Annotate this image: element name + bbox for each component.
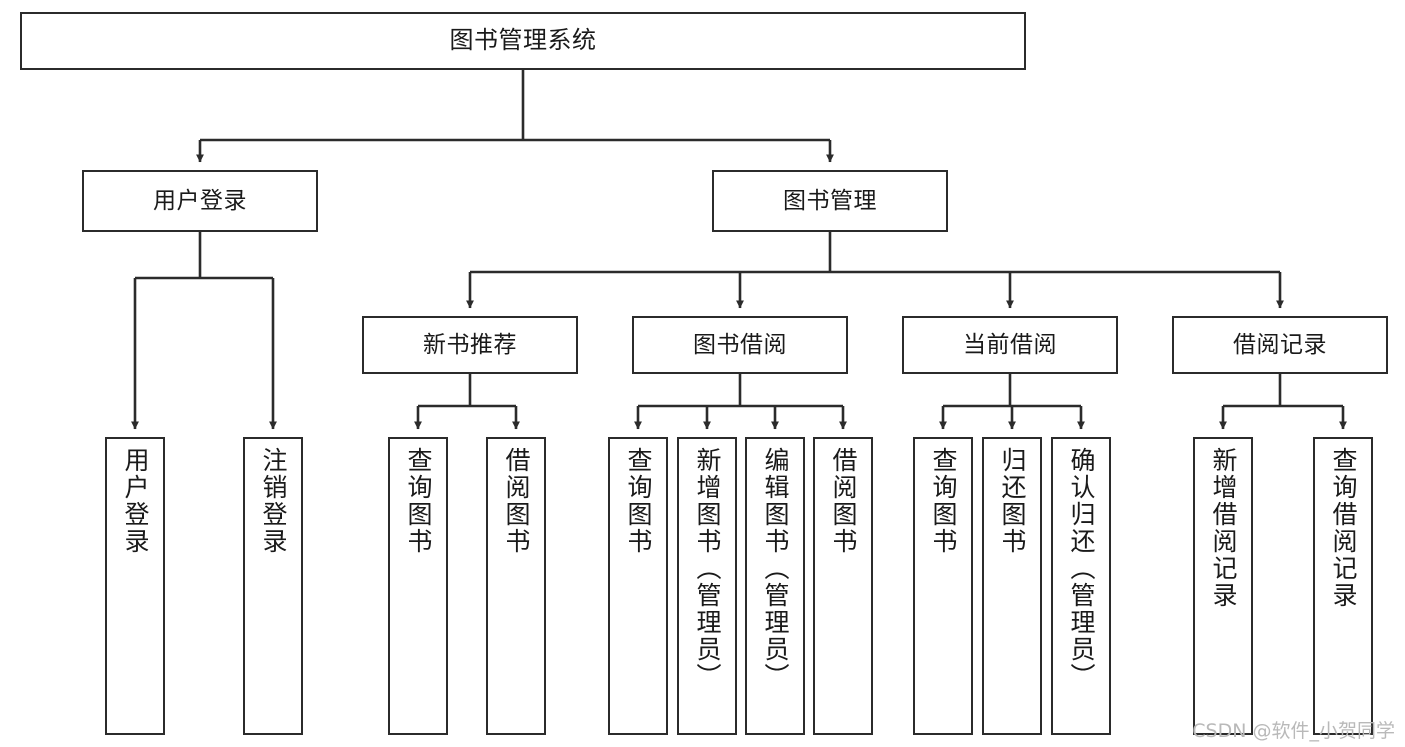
node-book-borrow[interactable]: 图书借阅	[632, 316, 848, 374]
node-user-login[interactable]: 用户登录	[82, 170, 318, 232]
node-leaf-rec-query-book[interactable]: 查询图书	[388, 437, 448, 735]
node-leaf-borrow-query-book[interactable]: 查询图书	[608, 437, 668, 735]
node-leaf-borrow-add-book-label: 新增图书（管理员）	[693, 447, 722, 690]
node-root[interactable]: 图书管理系统	[20, 12, 1026, 70]
node-root-label: 图书管理系统	[449, 26, 597, 55]
node-leaf-cur-return-book-label: 归还图书	[998, 447, 1027, 555]
node-leaf-rec-borrow-book-label: 借阅图书	[502, 447, 531, 555]
node-borrow-record[interactable]: 借阅记录	[1172, 316, 1388, 374]
node-leaf-rec-add-record[interactable]: 新增借阅记录	[1193, 437, 1253, 735]
node-leaf-rec-borrow-book[interactable]: 借阅图书	[486, 437, 546, 735]
node-leaf-cur-query-book[interactable]: 查询图书	[913, 437, 973, 735]
node-new-book-rec[interactable]: 新书推荐	[362, 316, 578, 374]
node-leaf-user-login-label: 用户登录	[121, 447, 150, 555]
node-leaf-rec-query-book-label: 查询图书	[404, 447, 433, 555]
node-current-borrow[interactable]: 当前借阅	[902, 316, 1118, 374]
node-leaf-user-logout[interactable]: 注销登录	[243, 437, 303, 735]
node-leaf-cur-return-book[interactable]: 归还图书	[982, 437, 1042, 735]
node-leaf-rec-query-record[interactable]: 查询借阅记录	[1313, 437, 1373, 735]
node-leaf-rec-query-record-label: 查询借阅记录	[1329, 447, 1358, 609]
node-leaf-borrow-borrow-book[interactable]: 借阅图书	[813, 437, 873, 735]
node-leaf-rec-add-record-label: 新增借阅记录	[1209, 447, 1238, 609]
node-new-book-rec-label: 新书推荐	[423, 331, 517, 358]
node-current-borrow-label: 当前借阅	[963, 331, 1057, 358]
node-leaf-borrow-add-book[interactable]: 新增图书（管理员）	[677, 437, 737, 735]
node-book-manage[interactable]: 图书管理	[712, 170, 948, 232]
node-leaf-cur-confirm-return[interactable]: 确认归还（管理员）	[1051, 437, 1111, 735]
node-leaf-cur-query-book-label: 查询图书	[929, 447, 958, 555]
node-leaf-borrow-query-book-label: 查询图书	[624, 447, 653, 555]
node-leaf-user-login[interactable]: 用户登录	[105, 437, 165, 735]
node-leaf-cur-confirm-return-label: 确认归还（管理员）	[1067, 447, 1096, 690]
node-book-manage-label: 图书管理	[783, 187, 877, 214]
node-user-login-label: 用户登录	[153, 187, 247, 214]
node-borrow-record-label: 借阅记录	[1233, 331, 1327, 358]
node-leaf-borrow-edit-book[interactable]: 编辑图书（管理员）	[745, 437, 805, 735]
node-leaf-user-logout-label: 注销登录	[259, 447, 288, 555]
node-leaf-borrow-edit-book-label: 编辑图书（管理员）	[761, 447, 790, 690]
node-leaf-borrow-borrow-book-label: 借阅图书	[829, 447, 858, 555]
node-book-borrow-label: 图书借阅	[693, 331, 787, 358]
